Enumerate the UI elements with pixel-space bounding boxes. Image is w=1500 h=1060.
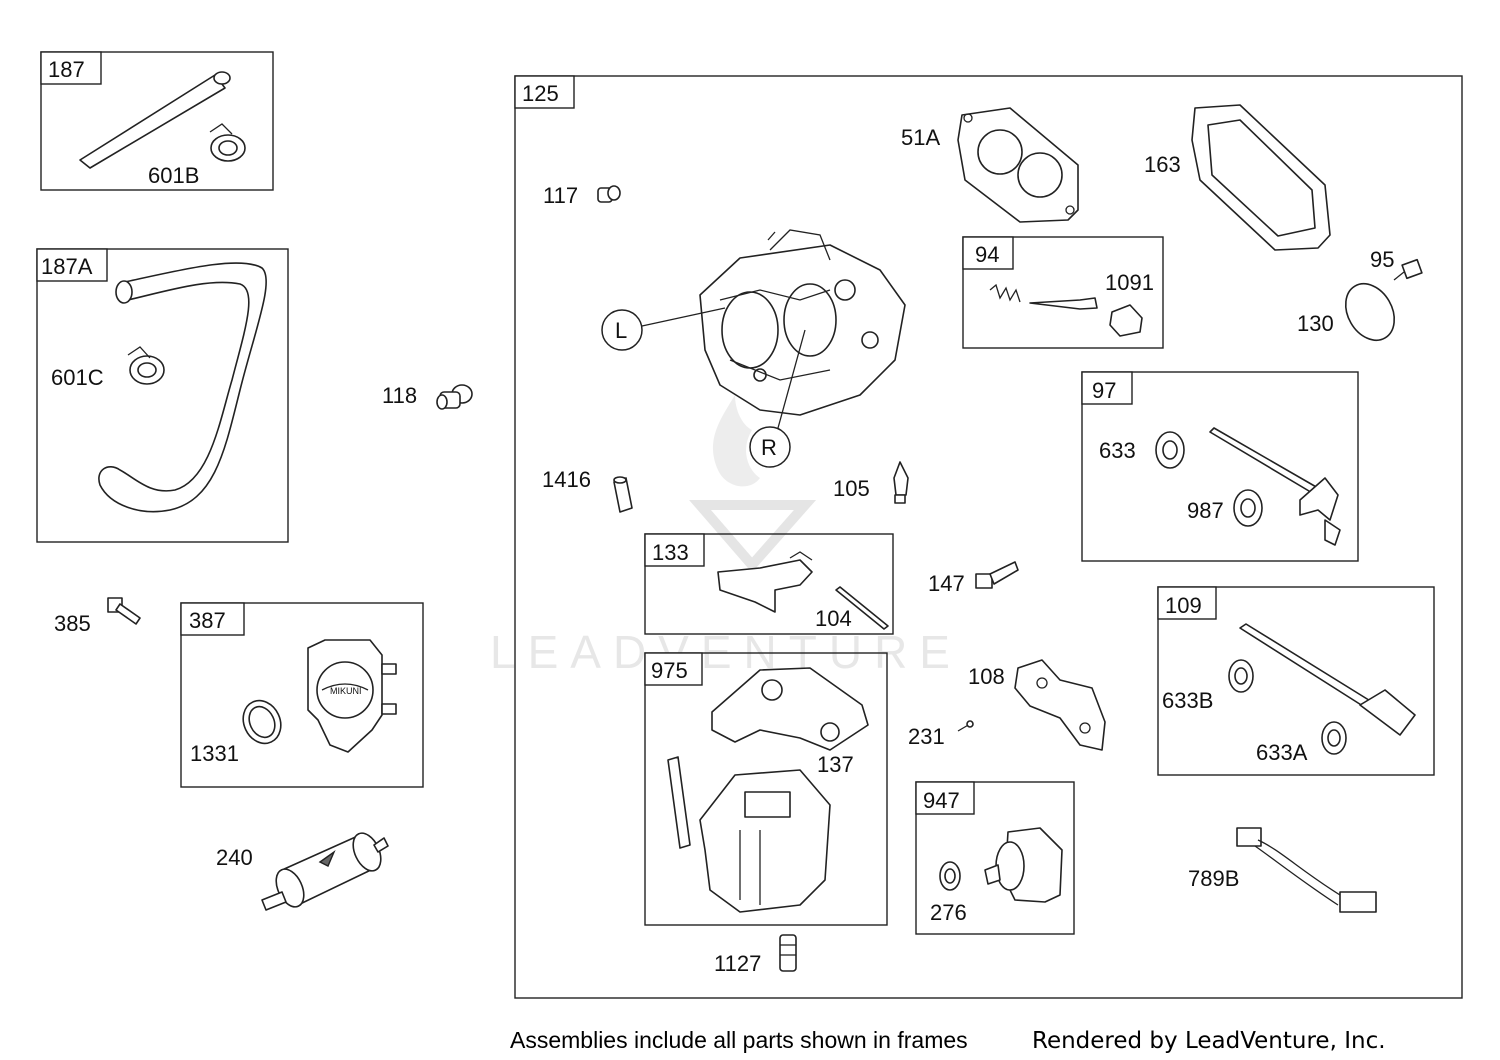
part-label-137: 137 — [817, 752, 854, 777]
fuel-filter-240[interactable] — [261, 829, 389, 911]
part-label-147: 147 — [928, 571, 965, 596]
frame-label-187A: 187A — [41, 254, 93, 279]
gasket-1331[interactable] — [236, 694, 287, 749]
frame-975[interactable]: 975 137 — [644, 652, 888, 926]
screw-385[interactable] — [107, 597, 141, 625]
plate-130[interactable] — [1336, 275, 1404, 349]
fuel-pump-387[interactable]: MIKUNI — [307, 639, 397, 753]
frame-label-94: 94 — [975, 242, 999, 267]
part-label-1331: 1331 — [190, 741, 239, 766]
part-label-105: 105 — [833, 476, 870, 501]
callout-L: L — [601, 307, 726, 351]
part-label-1127: 1127 — [714, 951, 761, 976]
frame-109[interactable]: 109 633B 633A — [1157, 586, 1435, 776]
part-label-118: 118 — [382, 383, 417, 408]
frame-label-387: 387 — [189, 608, 226, 633]
frame-94[interactable]: 94 1091 — [962, 236, 1164, 349]
plug-117[interactable] — [597, 185, 621, 203]
callout-R-label: R — [761, 435, 777, 460]
choke-shaft-109[interactable] — [1239, 623, 1416, 736]
part-label-633B: 633B — [1162, 688, 1213, 713]
cap-1091[interactable] — [1109, 304, 1143, 337]
carburetor-body[interactable] — [699, 229, 906, 416]
mikuni-brand-text: MIKUNI — [330, 686, 362, 696]
bowl-975[interactable] — [667, 756, 831, 913]
frame-97[interactable]: 97 633 987 — [1081, 371, 1359, 562]
frame-947[interactable]: 947 276 — [915, 781, 1075, 935]
part-label-633: 633 — [1099, 438, 1136, 463]
callout-L-label: L — [615, 318, 627, 343]
screw-1127[interactable] — [779, 934, 797, 972]
screw-95[interactable] — [1393, 258, 1423, 281]
gasket-51A[interactable] — [957, 107, 1079, 223]
part-label-231: 231 — [908, 724, 945, 749]
frame-label-109: 109 — [1165, 593, 1202, 618]
screw-231[interactable] — [957, 720, 974, 732]
callout-R: R — [749, 329, 806, 468]
part-label-51A: 51A — [901, 125, 940, 150]
fitting-118[interactable] — [436, 384, 473, 410]
needle-94[interactable] — [1029, 297, 1098, 310]
solenoid-947[interactable] — [984, 827, 1063, 903]
needle-valve-105[interactable] — [893, 461, 909, 504]
fuel-line-187A[interactable] — [98, 262, 267, 513]
part-label-1416: 1416 — [542, 467, 591, 492]
screw-147[interactable] — [975, 561, 1019, 589]
part-label-108: 108 — [968, 664, 1005, 689]
frame-187[interactable]: 187 601B — [40, 51, 274, 191]
leadventure-watermark: LEADVENTURE — [490, 395, 950, 678]
part-label-276: 276 — [930, 900, 967, 925]
pin-104[interactable] — [835, 586, 889, 630]
footer-note: Assemblies include all parts shown in fr… — [510, 1027, 968, 1053]
frame-label-133: 133 — [652, 540, 689, 565]
frame-label-187: 187 — [48, 57, 85, 82]
part-label-117: 117 — [543, 183, 578, 208]
part-label-130: 130 — [1297, 311, 1334, 336]
seal-633A[interactable] — [1321, 721, 1347, 755]
part-label-95: 95 — [1370, 247, 1394, 272]
wire-harness-789B[interactable] — [1236, 827, 1377, 913]
hose-clamp-601B[interactable] — [209, 123, 246, 162]
pin-1416[interactable] — [613, 476, 633, 513]
part-label-601C: 601C — [51, 365, 104, 390]
seal-633B[interactable] — [1228, 659, 1254, 693]
part-label-385: 385 — [54, 611, 91, 636]
frame-133[interactable]: 133 104 — [644, 533, 894, 635]
seal-987[interactable] — [1233, 489, 1263, 527]
part-label-240: 240 — [216, 845, 253, 870]
footer-credit: Rendered by LeadVenture, Inc. — [1032, 1028, 1386, 1054]
frame-125[interactable]: 125 — [514, 75, 1463, 999]
frame-label-947: 947 — [923, 788, 960, 813]
part-label-163: 163 — [1144, 152, 1181, 177]
fuel-line-187[interactable] — [79, 71, 231, 169]
frame-label-975: 975 — [651, 658, 688, 683]
frame-label-97: 97 — [1092, 378, 1116, 403]
part-label-987: 987 — [1187, 498, 1224, 523]
part-label-789B: 789B — [1188, 866, 1239, 891]
gasket-163[interactable] — [1191, 104, 1331, 251]
gasket-137[interactable] — [711, 667, 869, 751]
seal-633[interactable] — [1155, 431, 1185, 469]
frame-387[interactable]: 387 MIKUNI 1331 — [180, 602, 424, 788]
washer-276[interactable] — [939, 861, 961, 891]
part-label-104: 104 — [815, 606, 852, 631]
spring-94[interactable] — [989, 283, 1021, 303]
float-133[interactable] — [717, 551, 813, 613]
part-label-633A: 633A — [1256, 740, 1308, 765]
part-label-1091: 1091 — [1105, 270, 1154, 295]
frame-187A[interactable]: 187A 601C — [36, 248, 289, 543]
throttle-shaft-97[interactable] — [1209, 427, 1341, 546]
plate-108[interactable] — [1014, 659, 1106, 751]
hose-clamp-601C[interactable] — [127, 346, 165, 385]
part-label-601B: 601B — [148, 163, 199, 188]
frame-label-125: 125 — [522, 81, 559, 106]
